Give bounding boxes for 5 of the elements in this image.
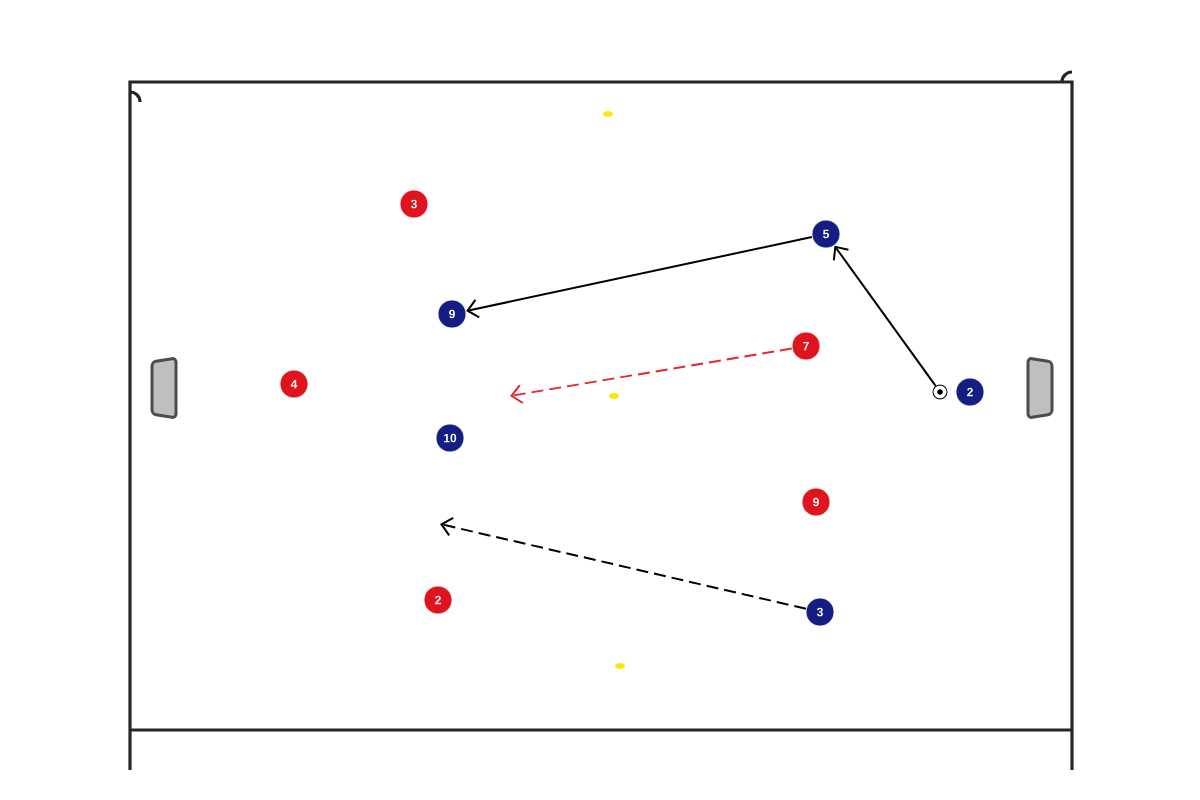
arrow (510, 347, 793, 404)
arrow (440, 516, 807, 610)
arrow (466, 236, 813, 319)
ball-icon (932, 384, 948, 400)
arrow (832, 245, 937, 387)
